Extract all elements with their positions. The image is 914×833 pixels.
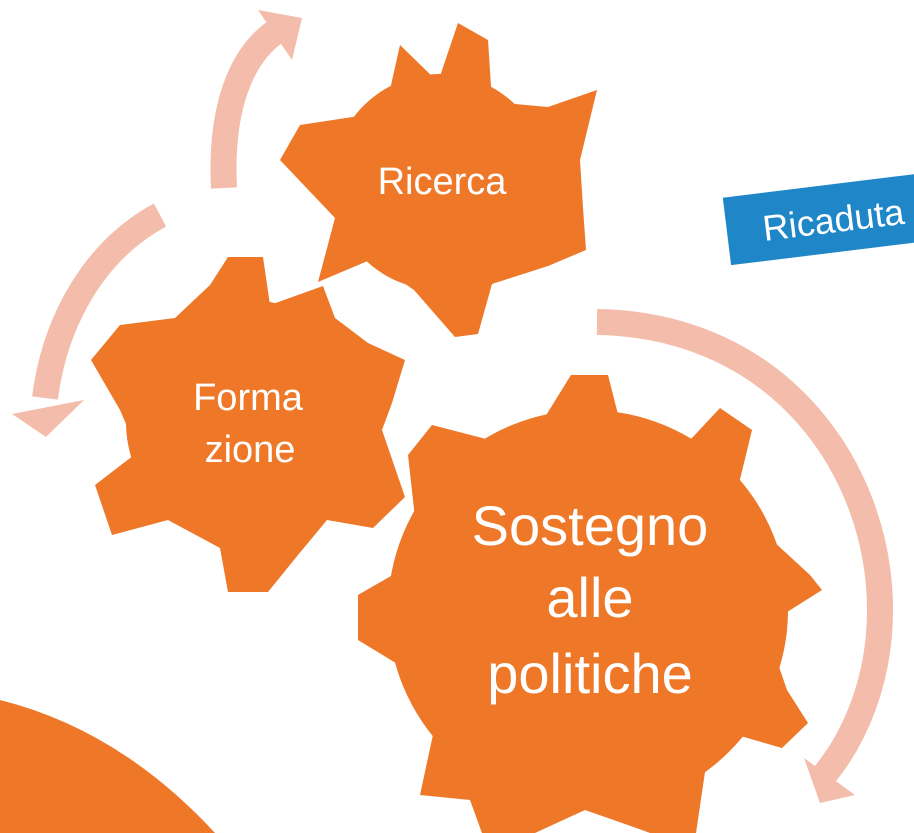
gear-formazione-label-line2: zione xyxy=(205,429,296,471)
gear-sostegno-label-line2: alle xyxy=(546,566,633,629)
arrow-around-sostegno xyxy=(596,309,894,803)
gear-formazione-label-line1: Forma xyxy=(193,377,304,419)
arrow-ricerca-to-top xyxy=(210,10,302,189)
gear-sostegno: Sostegno alle politiche xyxy=(358,375,822,833)
background-orange-shape xyxy=(0,700,215,833)
ricaduta-badge: Ricaduta xyxy=(722,170,914,266)
gear-formazione: Forma zione xyxy=(91,257,405,592)
arrow-to-formazione xyxy=(12,203,167,437)
gear-sostegno-label-line3: politiche xyxy=(487,642,692,705)
gear-ricerca: Ricerca xyxy=(280,23,597,337)
gear-sostegno-label-line1: Sostegno xyxy=(472,494,709,557)
gear-ricerca-label: Ricerca xyxy=(378,161,508,203)
